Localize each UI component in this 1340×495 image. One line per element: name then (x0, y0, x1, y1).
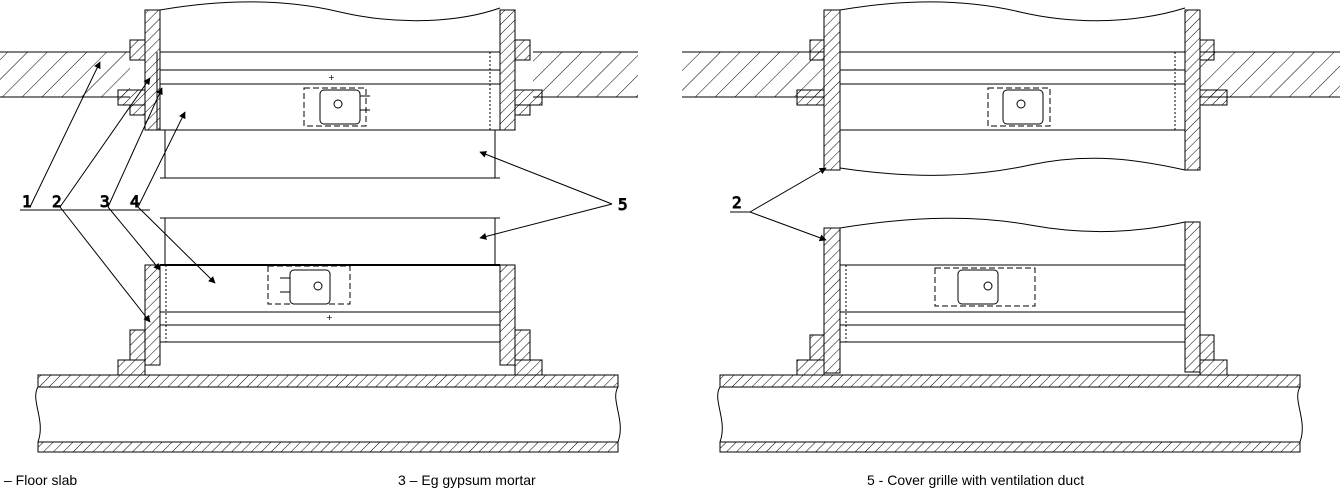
svg-text:+: + (326, 313, 333, 322)
left-callouts: 1 2 3 4 5 (20, 61, 628, 323)
lower-right-wall (499, 264, 516, 366)
actuator-upper (319, 89, 361, 125)
left-section-view: + + (0, 1, 638, 453)
legend-floor-slab: – Floor slab (4, 472, 78, 488)
callout-4: 4 (130, 192, 140, 211)
svg-text:+: + (328, 73, 335, 82)
upper-right-wall (499, 9, 516, 131)
right-callouts: 2 (730, 167, 827, 242)
floor-slab-left-part (0, 52, 130, 97)
callout-1: 1 (22, 192, 32, 211)
lower-left-wall (144, 264, 161, 366)
upper-duct-break-line (159, 1, 501, 22)
floor-slab-right-part (533, 52, 638, 97)
callout-3: 3 (100, 192, 110, 211)
legend-gypsum-mortar: 3 – Eg gypsum mortar (398, 472, 536, 488)
legend-cover-grille: 5 - Cover grille with ventilation duct (867, 472, 1085, 488)
right-callout-2: 2 (732, 193, 742, 212)
upper-left-wall (144, 9, 161, 131)
right-section-view (682, 1, 1340, 453)
callout-5: 5 (618, 195, 628, 214)
callout-2: 2 (52, 192, 62, 211)
actuator-lower (289, 269, 331, 305)
